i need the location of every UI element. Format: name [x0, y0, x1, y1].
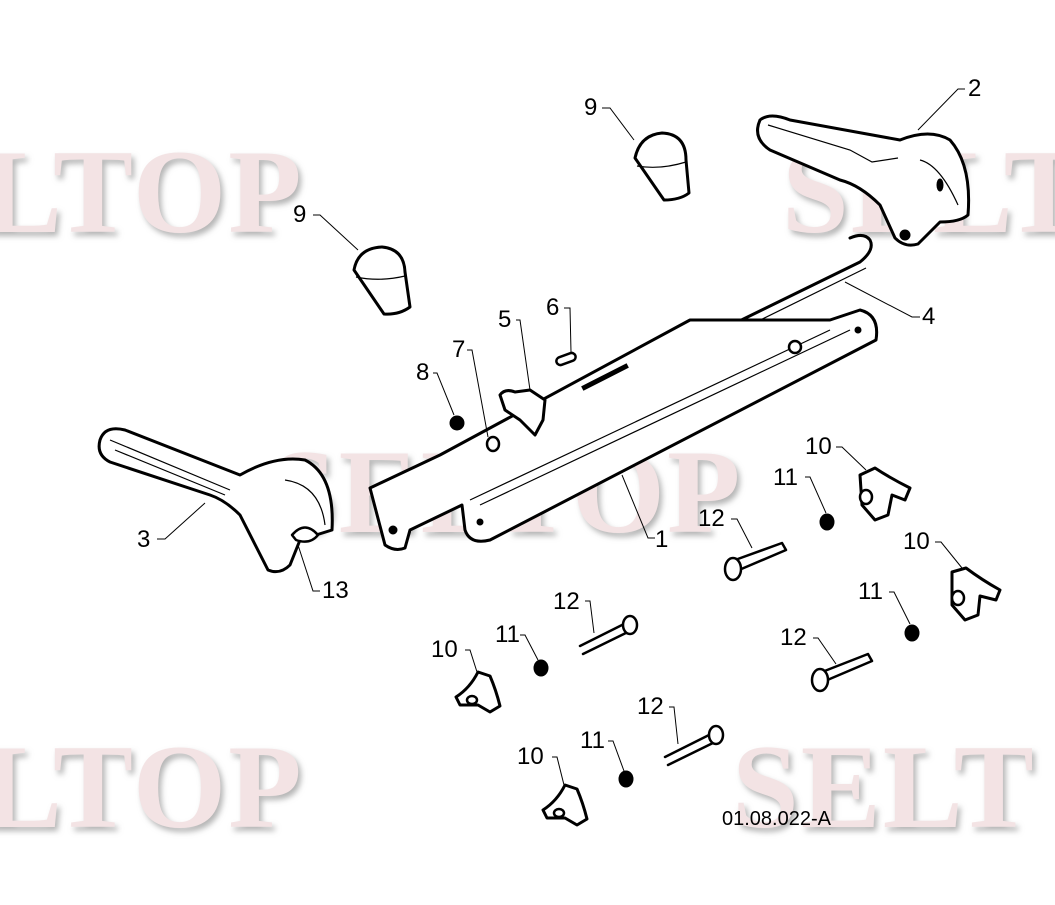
watermark-top-left: LTOP [0, 125, 304, 258]
callout-6: 6 [546, 294, 560, 321]
callout-4: 4 [922, 303, 936, 330]
washer-icon [618, 770, 634, 788]
bolt-icon [723, 541, 788, 582]
washer-icon [904, 624, 920, 642]
screw-icon [555, 351, 577, 367]
callout-8: 8 [416, 359, 430, 386]
knob-cap-icon [352, 245, 412, 316]
star-knob-icon [950, 566, 1002, 622]
callout-12-c: 12 [553, 588, 580, 615]
bolt-icon [810, 652, 874, 693]
callout-3: 3 [137, 526, 151, 553]
callout-13: 13 [322, 577, 349, 604]
watermark-bottom-left: LTOP [0, 720, 304, 853]
callout-11-d: 11 [580, 727, 605, 754]
callout-12-a: 12 [698, 505, 725, 532]
bushing-icon [485, 435, 501, 453]
callout-5: 5 [498, 306, 512, 333]
spring-icon [290, 526, 320, 543]
slide-rail-icon [368, 308, 879, 551]
left-lever-handle-icon [97, 427, 334, 574]
nut-icon [449, 415, 465, 431]
callout-7: 7 [452, 336, 466, 363]
watermark-bottom-right: SELT [732, 720, 1036, 853]
callout-10-c: 10 [431, 636, 458, 663]
callout-12-d: 12 [637, 693, 664, 720]
callout-9-left: 9 [293, 201, 307, 228]
leader-lines [157, 88, 965, 786]
drawing-code: 01.08.022-A [722, 808, 831, 830]
bracket-icon [498, 388, 547, 437]
callout-10-d: 10 [517, 743, 544, 770]
callout-11-a: 11 [773, 464, 798, 491]
washer-icon [533, 659, 549, 677]
bolt-icon [663, 724, 725, 767]
right-lever-handle-icon [756, 114, 971, 247]
callout-10-b: 10 [903, 528, 930, 555]
callout-12-b: 12 [780, 624, 807, 651]
bolt-icon [578, 614, 639, 656]
callout-11-c: 11 [495, 621, 520, 648]
star-knob-icon [541, 783, 589, 827]
callout-10-a: 10 [805, 433, 832, 460]
washer-icon [819, 513, 835, 531]
callout-9-top: 9 [584, 94, 598, 121]
callout-2: 2 [968, 75, 982, 102]
star-knob-icon [858, 466, 912, 522]
knob-cap-icon [633, 131, 691, 202]
star-knob-icon [454, 670, 502, 714]
callout-11-b: 11 [858, 578, 883, 605]
callout-1: 1 [655, 526, 669, 553]
